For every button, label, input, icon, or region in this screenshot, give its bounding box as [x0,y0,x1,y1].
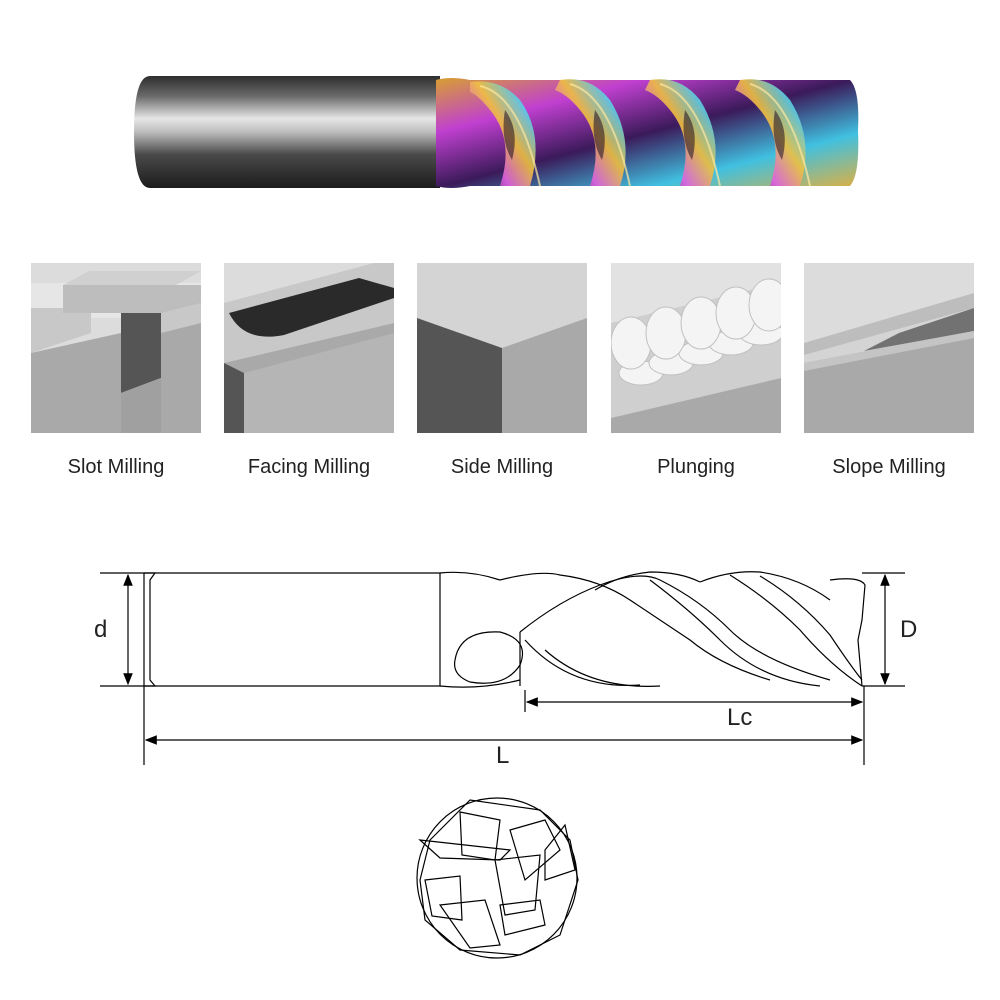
cutting-length-label: Lc [727,704,753,731]
shank-diameter-label: d [94,616,108,643]
tile-plunging [611,263,781,433]
end-mill-product-image [134,76,859,188]
end-view-drawing [416,797,579,959]
operation-label: Side Milling [450,456,554,478]
operation-label: Slot Milling [67,456,165,478]
shank-outline [150,572,441,687]
tile-slot-milling [31,263,201,433]
coated-flutes [436,78,859,188]
plunging-icon [611,263,781,433]
operation-label: Slope Milling [832,456,946,478]
tile-facing-milling [224,263,394,433]
tile-slope-milling [804,263,974,433]
tile-side-milling [417,263,587,433]
technical-dimension-drawing [100,571,905,765]
flute-helix-pattern [470,79,806,186]
overall-length-label: L [496,742,510,769]
side-milling-icon [417,263,587,433]
cutter-diameter-label: D [900,616,918,643]
operation-label: Facing Milling [247,456,371,478]
shank [134,76,440,188]
facing-milling-icon [224,263,394,433]
slope-milling-icon [804,263,974,433]
slot-milling-icon [31,263,201,433]
operation-label: Plunging [657,456,735,478]
